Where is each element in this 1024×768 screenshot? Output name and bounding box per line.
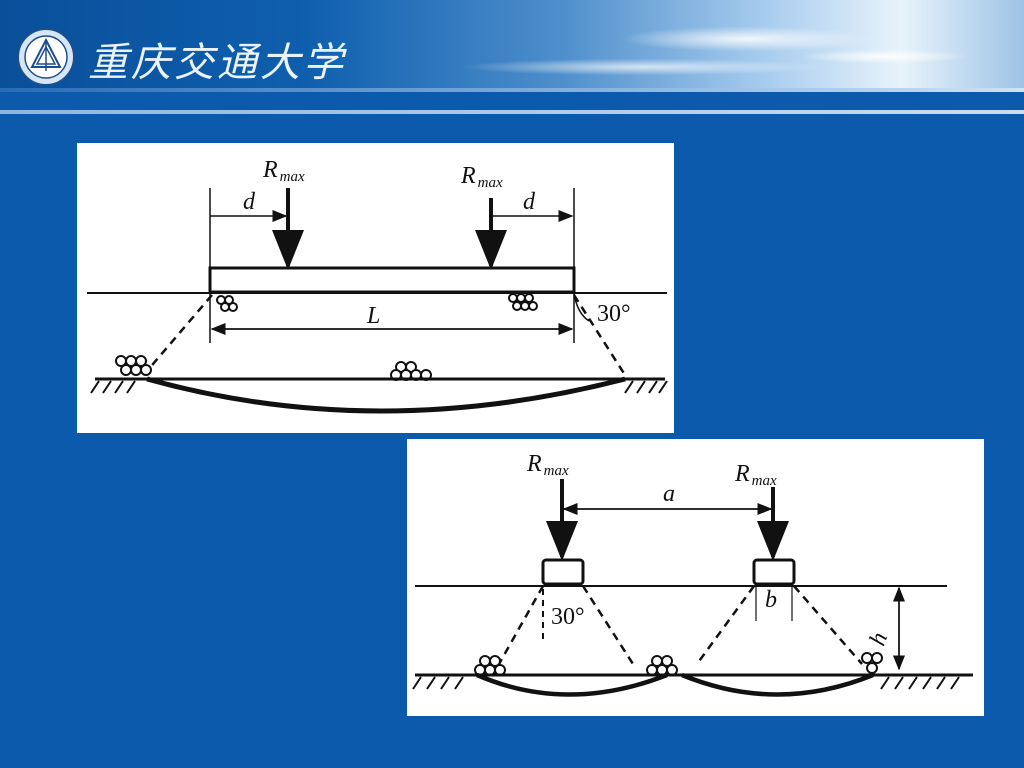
label-d-right: d xyxy=(523,189,536,215)
label-l: L xyxy=(366,303,380,329)
ground-hatching xyxy=(412,676,960,690)
university-emblem-icon xyxy=(16,27,76,87)
header-divider xyxy=(0,88,1024,92)
pipe-bundle-ground-left xyxy=(115,355,152,376)
header-decoration xyxy=(330,18,1024,88)
pressure-bulb-curve-right xyxy=(681,672,874,697)
label-angle: 30° xyxy=(597,301,631,327)
pressure-bulb-curve-left xyxy=(476,672,668,697)
pipe-bundle-right-top xyxy=(508,293,538,311)
header-banner xyxy=(0,0,1024,92)
label-angle: 30° xyxy=(551,604,585,630)
beam xyxy=(208,266,576,294)
label-h: h xyxy=(865,629,894,649)
label-b: b xyxy=(765,587,777,613)
pipe-bundle-left-top xyxy=(216,295,238,312)
label-d-left: d xyxy=(243,189,256,215)
ground-hatching-right xyxy=(624,380,668,394)
spread-line-left xyxy=(146,294,213,372)
pipe-bundle-center xyxy=(646,655,678,676)
pipe-bundle-left xyxy=(474,655,506,676)
pressure-bulb-curve xyxy=(146,376,626,414)
pipe-bundle-ground-center xyxy=(390,361,432,381)
header-bottom-line xyxy=(0,110,1024,114)
ground-hatching-left xyxy=(90,380,136,394)
label-a: a xyxy=(663,481,675,507)
footing-right xyxy=(752,558,796,586)
spread-line-right xyxy=(572,294,627,376)
school-name: 重庆交通大学 xyxy=(88,40,346,86)
pipe-bundle-right xyxy=(861,652,883,674)
footing-left xyxy=(541,558,585,586)
